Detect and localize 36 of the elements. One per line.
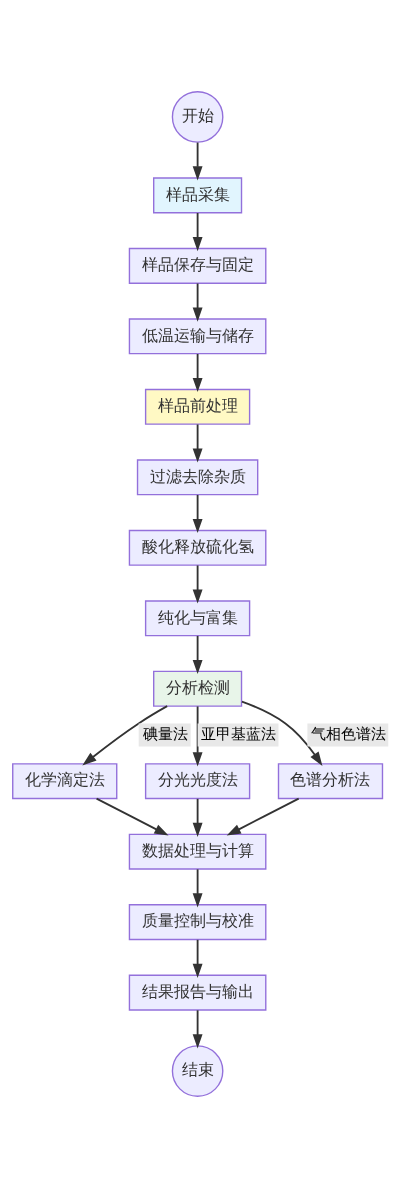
arrow [192, 352, 203, 392]
node-box: 数据处理与计算 [128, 833, 267, 870]
node-box: 纯化与富集 [144, 599, 251, 636]
edge-label: 气相色谱法 [310, 724, 386, 743]
node-box: 样品采集 [153, 176, 243, 213]
node-box: 色谱分析法 [277, 762, 384, 799]
arrow [192, 938, 203, 978]
edge-label: 碘量法 [142, 724, 188, 743]
node-box: 化学滴定法 [12, 762, 118, 799]
arrow [192, 1008, 203, 1048]
edge-label: 亚甲基蓝法 [201, 724, 277, 743]
arrow [95, 797, 169, 836]
node-box: 样品保存与固定 [128, 247, 267, 284]
arrow [192, 141, 203, 180]
arrow [192, 282, 203, 322]
node-box: 低温运输与储存 [128, 317, 267, 354]
arrow [192, 705, 203, 766]
arrow [241, 700, 323, 766]
node-circle: 开始 [171, 90, 224, 143]
node-box: 过滤去除杂质 [136, 458, 259, 495]
node-box: 结果报告与输出 [128, 974, 267, 1011]
node-box: 质量控制与校准 [128, 903, 267, 940]
arrow [226, 797, 300, 836]
node-box: 分光光度法 [144, 762, 251, 799]
node-box: 样品前处理 [144, 388, 251, 425]
arrow [192, 564, 203, 604]
arrow [192, 867, 203, 907]
arrow [192, 797, 203, 837]
arrow [192, 634, 203, 674]
arrow [82, 704, 169, 765]
node-box: 酸化释放硫化氢 [128, 529, 267, 566]
arrow [192, 423, 203, 463]
arrow [192, 211, 203, 251]
node-box: 分析检测 [153, 670, 243, 707]
node-circle: 结束 [171, 1044, 224, 1097]
arrow [192, 493, 203, 533]
